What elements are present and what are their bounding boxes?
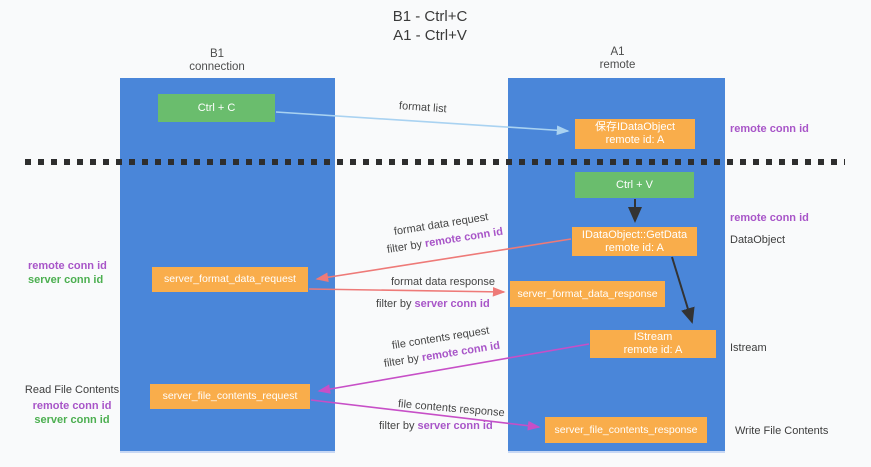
lane-header-a1: A1 remote: [550, 46, 685, 72]
label-istream: Istream: [730, 342, 767, 354]
label-read-file-contents: Read File Contents: [24, 384, 120, 396]
label-remote-conn-id-mid-right: remote conn id: [730, 212, 809, 224]
label-format-data-response: format data response: [391, 276, 495, 288]
label-remote-conn-id-left: remote conn id: [28, 260, 107, 272]
node-istream: IStream remote id: A: [590, 330, 716, 358]
arrow-file-contents-response: [310, 399, 541, 431]
label-server-conn-id-bottom-left: server conn id: [34, 414, 110, 426]
getdata-line2: remote id: A: [605, 241, 664, 254]
filter-by-text: filter by: [376, 298, 412, 310]
left-conn-id-group: remote conn id server conn id: [28, 259, 107, 287]
save-idataobject-line1: 保存IDataObject: [594, 121, 676, 133]
node-ctrl-v: Ctrl + V: [575, 172, 694, 198]
node-ctrl-c: Ctrl + C: [158, 94, 275, 122]
lane-a1-role: remote: [599, 59, 636, 71]
label-write-file-contents: Write File Contents: [735, 425, 829, 437]
label-remote-conn-id-top-right: remote conn id: [730, 123, 809, 135]
label-server-conn-id-left: server conn id: [28, 274, 104, 286]
arrow-format-list: [275, 111, 570, 136]
arrow-getdata-to-istream: [671, 256, 695, 324]
lane-b1-role: connection: [189, 61, 245, 73]
node-server-format-data-response: server_format_data_response: [510, 281, 665, 307]
istream-line2: remote id: A: [623, 344, 683, 356]
getdata-line1: IDataObject::GetData: [581, 228, 688, 241]
node-save-idataobject: 保存IDataObject remote id: A: [575, 119, 695, 149]
file-response-label: server_file_contents_response: [554, 423, 698, 436]
arrow-file-contents-request: [317, 343, 590, 394]
ctrl-c-label: Ctrl + C: [197, 101, 236, 114]
format-request-label: server_format_data_request: [164, 273, 296, 285]
arrow-format-data-request: [315, 238, 572, 282]
node-server-file-contents-request: server_file_contents_request: [150, 384, 310, 409]
lane-header-b1: B1 connection: [150, 48, 284, 74]
session-divider-dashed-line: [25, 159, 845, 165]
title-line-1: B1 - Ctrl+C: [392, 8, 468, 25]
label-remote-conn-id-bottom-left: remote conn id: [32, 400, 112, 412]
node-server-format-data-request: server_format_data_request: [152, 267, 308, 292]
server-conn-id-text: server conn id: [414, 298, 490, 310]
filter-by-text: filter by: [379, 420, 415, 432]
lane-b1-name: B1: [209, 48, 225, 60]
arrow-format-data-response: [308, 287, 506, 297]
title-line-2: A1 - Ctrl+V: [393, 27, 467, 44]
format-response-label: server_format_data_response: [517, 287, 658, 300]
node-server-file-contents-response: server_file_contents_response: [545, 417, 707, 443]
diagram-title: B1 - Ctrl+C A1 - Ctrl+V: [300, 7, 560, 45]
node-idataobject-getdata: IDataObject::GetData remote id: A: [572, 227, 697, 256]
save-idataobject-line2: remote id: A: [605, 134, 665, 146]
read-file-contents-group: Read File Contents remote conn id server…: [22, 383, 122, 427]
lane-a1-name: A1: [610, 46, 625, 58]
label-dataobject: DataObject: [730, 234, 786, 246]
file-request-label: server_file_contents_request: [162, 390, 298, 402]
ctrl-v-label: Ctrl + V: [616, 178, 653, 191]
istream-line1: IStream: [633, 331, 673, 343]
server-conn-id-text: server conn id: [417, 420, 493, 432]
